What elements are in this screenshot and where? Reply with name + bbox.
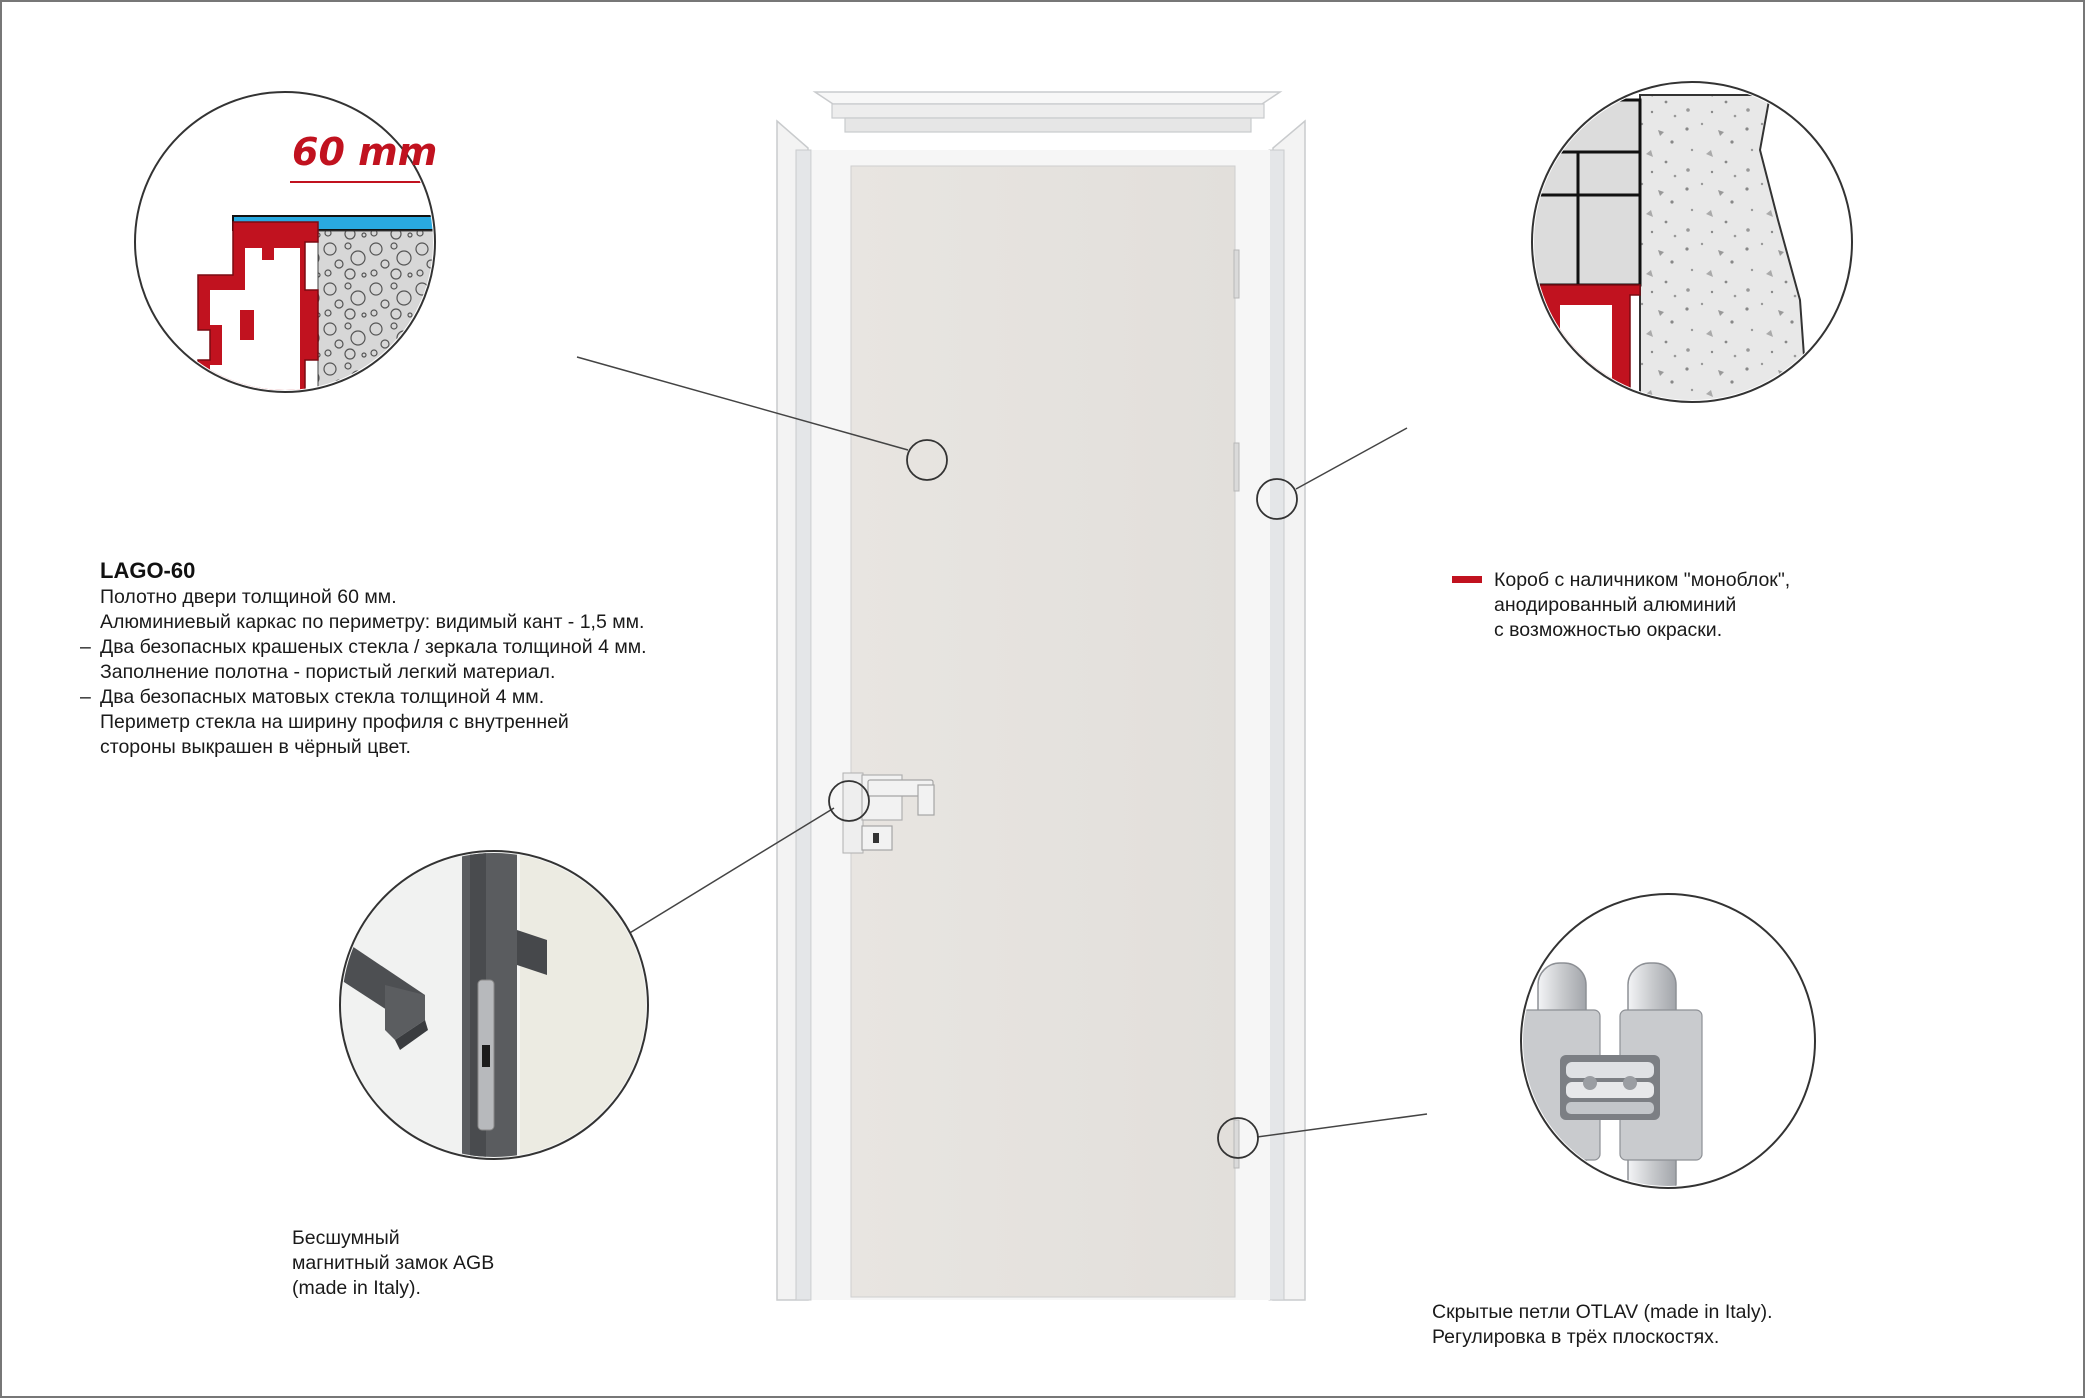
product-line: Полотно двери толщиной 60 мм.	[100, 585, 647, 610]
legend-text: Короб с наличником "моноблок", анодирован…	[1494, 568, 1790, 643]
product-line-text: Полотно двери толщиной 60 мм.	[100, 586, 397, 608]
dimension-label: 60 mm	[292, 130, 438, 174]
lock-caption-line: (made in Italy).	[292, 1277, 421, 1299]
product-line-text: Два безопасных матовых стекла толщиной 4…	[100, 686, 545, 708]
product-line-text: Два безопасных крашеных стекла / зеркала…	[100, 636, 647, 658]
product-line: Заполнение полотна - пористый легкий мат…	[100, 660, 647, 685]
door-illustration	[776, 91, 1306, 1301]
lock-caption-line: Бесшумный	[292, 1227, 400, 1249]
bullet-dash: –	[80, 636, 91, 658]
callout-connectors	[576, 356, 1428, 1159]
product-line-text: Алюминиевый каркас по периметру: видимый…	[100, 611, 645, 633]
frame-section-diagram	[1531, 81, 1853, 403]
hinge-photo	[1520, 893, 1816, 1189]
product-lines: Полотно двери толщиной 60 мм. Алюминиевый…	[80, 585, 647, 760]
hinge-caption-line: Скрытые петли OTLAV (made in Italy).	[1432, 1301, 1773, 1323]
product-line-text: Периметр стекла на ширину профиля с внут…	[100, 711, 569, 733]
lock-caption-line: магнитный замок AGB	[292, 1252, 495, 1274]
product-title: LAGO-60	[100, 558, 196, 583]
product-line: Алюминиевый каркас по периметру: видимый…	[100, 610, 647, 635]
legend-line: Короб с наличником "моноблок",	[1494, 569, 1791, 591]
product-line-text: стороны выкрашен в чёрный цвет.	[100, 736, 411, 758]
product-line: –Два безопасных матовых стекла толщиной …	[80, 685, 647, 710]
legend-line: с возможностью окраски.	[1494, 619, 1723, 641]
hinge-caption-line: Регулировка в трёх плоскостях.	[1432, 1326, 1720, 1348]
product-line: Периметр стекла на ширину профиля с внут…	[100, 710, 647, 735]
legend-swatch	[1452, 576, 1482, 583]
product-line-text: Заполнение полотна - пористый легкий мат…	[100, 661, 556, 683]
bullet-dash: –	[80, 686, 91, 708]
handle-lock-photo	[339, 850, 649, 1160]
product-line: стороны выкрашен в чёрный цвет.	[100, 735, 647, 760]
product-line: –Два безопасных крашеных стекла / зеркал…	[80, 635, 647, 660]
hinge-caption: Скрытые петли OTLAV (made in Italy). Регу…	[1432, 1300, 1773, 1350]
legend-line: анодированный алюминий	[1494, 594, 1737, 616]
lock-caption: Бесшумный магнитный замок AGB (made in Ita…	[292, 1226, 494, 1301]
product-description: LAGO-60 Полотно двери толщиной 60 мм. Алю…	[80, 557, 647, 760]
